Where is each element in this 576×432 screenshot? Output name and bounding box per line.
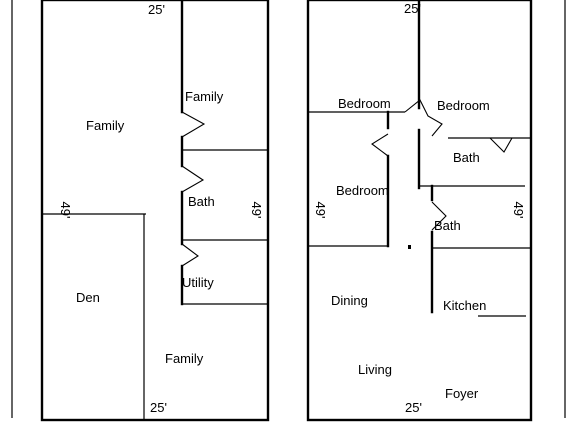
room-label-bath-2: Bath [434,218,461,233]
right-dim-right: 49' [511,202,526,219]
right-hall-marker [408,245,411,249]
room-label-utility: Utility [182,275,214,290]
door-swing-bath [181,165,205,193]
left-dim-bottom: 25' [150,400,167,415]
room-label-family-upper-right: Family [185,89,224,104]
room-label-bedroom-2: Bedroom [437,98,490,113]
left-dim-top: 25' [148,2,165,17]
left-dim-right: 49' [249,202,264,219]
door-swing-bath2 [431,201,447,231]
right-unit-outline [306,0,533,422]
door-swing-bath1 [489,137,513,153]
room-label-foyer: Foyer [445,386,479,401]
left-unit: 25' 25' 49' 49' Family Family Bath Utili… [40,0,270,422]
room-label-bath: Bath [188,194,215,209]
right-unit: 25' 25' 49' 49' Bedroom Bedroom Bedroom … [306,0,533,422]
room-label-family-lower: Family [165,351,204,366]
left-unit-outline [40,0,270,422]
door-swing-bedroom3 [371,133,389,157]
room-label-family-upper-left: Family [86,118,125,133]
left-dim-left: 49' [58,202,73,219]
room-label-bedroom-3: Bedroom [336,183,389,198]
room-label-living: Living [358,362,392,377]
room-label-bath-1: Bath [453,150,480,165]
room-label-dining: Dining [331,293,368,308]
right-dim-left: 49' [313,202,328,219]
door-swing-utility [181,243,199,267]
room-label-kitchen: Kitchen [443,298,486,313]
right-dim-top: 25' [404,1,421,16]
room-label-bedroom-1: Bedroom [338,96,391,111]
room-label-den: Den [76,290,100,305]
right-dim-bottom: 25' [405,400,422,415]
door-swing-bedrooms [404,99,443,137]
door-swing-family [181,111,206,138]
